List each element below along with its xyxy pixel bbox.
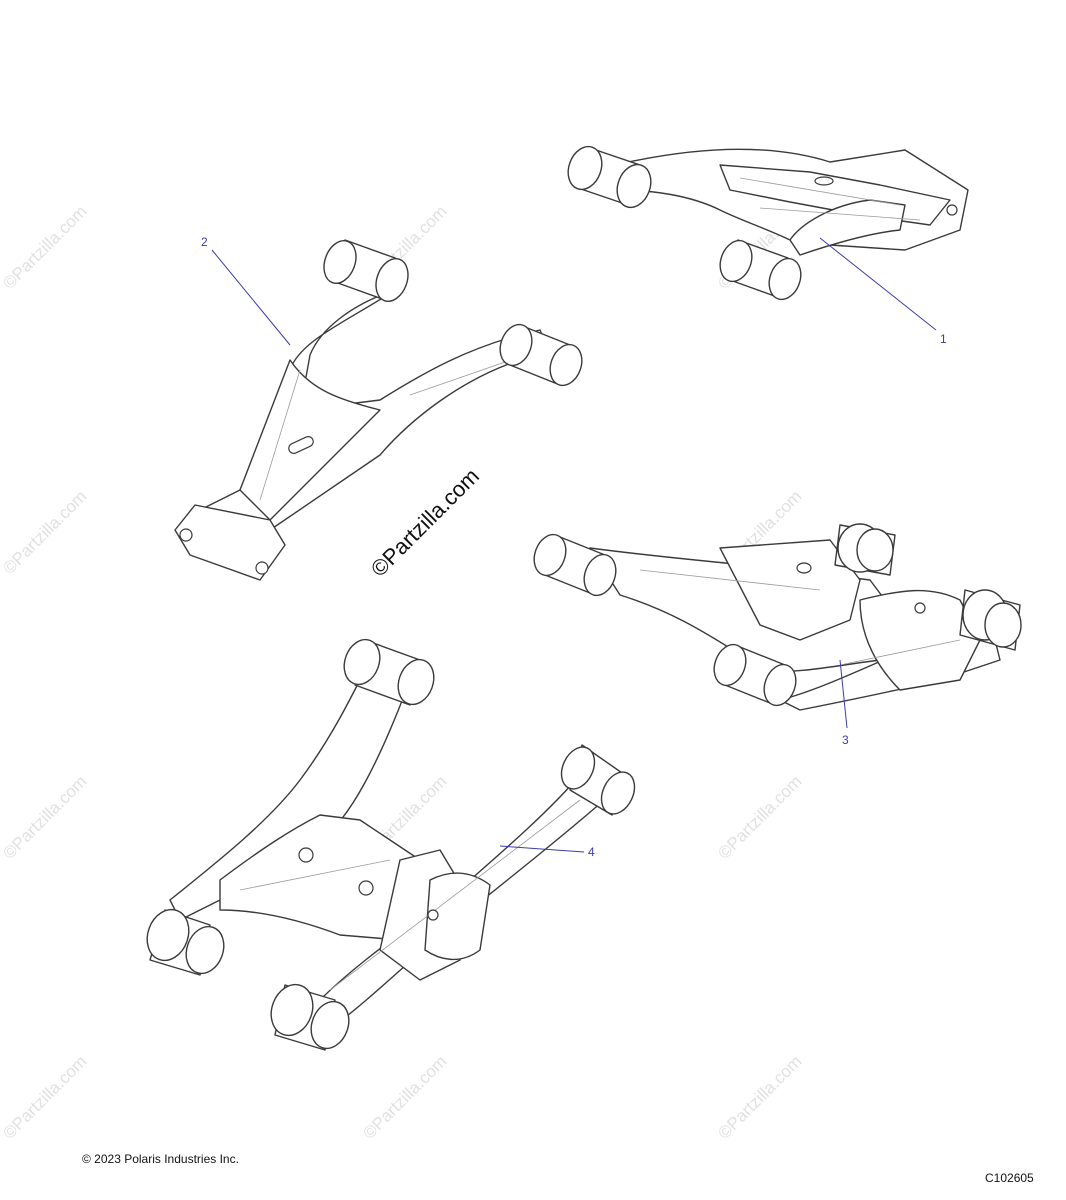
watermark-text: ©Partzilla.com: [0, 487, 90, 578]
leader-line: [211, 249, 291, 346]
callout-number: 4: [588, 845, 595, 859]
watermark-text: ©Partzilla.com: [359, 1052, 450, 1143]
callout-number: 3: [842, 733, 849, 747]
watermark-text: ©Partzilla.com: [0, 1052, 90, 1143]
callout-number: 1: [940, 332, 947, 346]
callout-1[interactable]: 1: [819, 237, 947, 346]
watermark-text: ©Partzilla.com: [714, 1052, 805, 1143]
center-watermark: ©Partzilla.com: [366, 463, 484, 581]
leader-line: [819, 237, 937, 331]
drawing-code: C102605: [985, 1171, 1034, 1185]
a-arm-part-1[interactable]: [562, 142, 969, 304]
copyright-notice: © 2023 Polaris Industries Inc.: [82, 1152, 239, 1166]
watermark-text: ©Partzilla.com: [714, 772, 805, 863]
callout-2[interactable]: 2: [201, 235, 291, 346]
callout-3[interactable]: 3: [839, 659, 849, 747]
a-arm-part-4[interactable]: [140, 635, 641, 1054]
leader-line: [839, 659, 848, 729]
callout-4[interactable]: 4: [499, 845, 595, 859]
a-arm-part-2[interactable]: [174, 236, 587, 581]
a-arm-part-3[interactable]: [529, 523, 1022, 711]
leader-line: [499, 845, 585, 853]
watermark-text: ©Partzilla.com: [0, 772, 90, 863]
callout-number: 2: [201, 235, 208, 249]
watermark-text: ©Partzilla.com: [0, 202, 90, 293]
